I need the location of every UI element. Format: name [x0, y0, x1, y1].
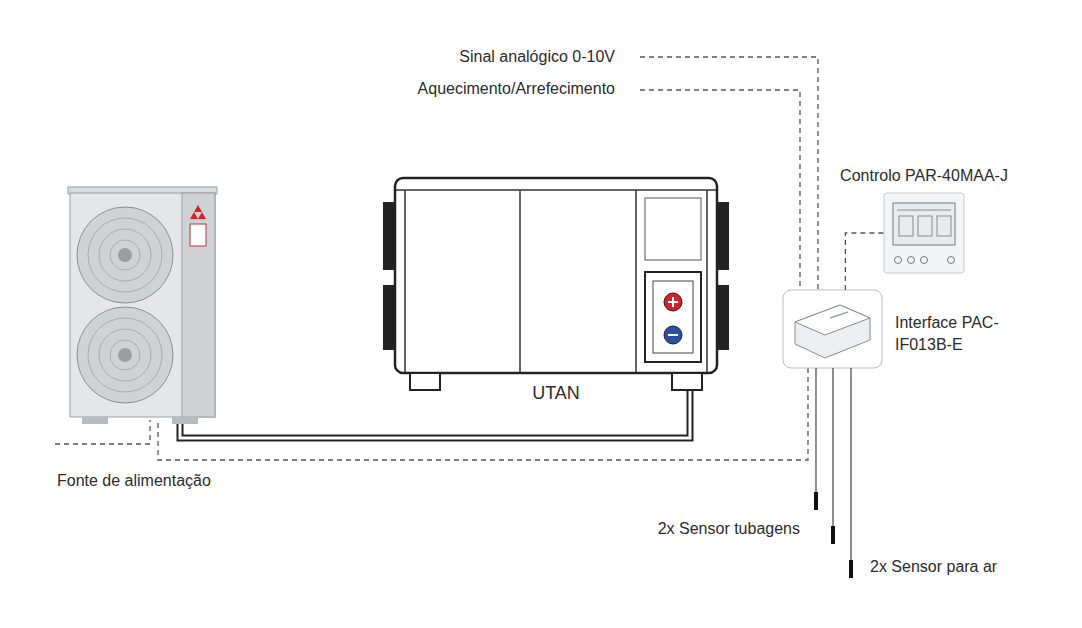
sensor-probe — [849, 560, 853, 578]
controller-button — [948, 257, 955, 264]
sensor-probe — [831, 526, 835, 544]
heating-symbol — [664, 293, 682, 311]
node-label: Controlo PAR-40MAA-J — [840, 165, 1008, 187]
fan-ring — [99, 329, 151, 381]
duct-flange — [383, 202, 395, 270]
brand-logo — [190, 212, 198, 219]
unit-foot — [172, 417, 198, 424]
interface-device-top — [795, 305, 870, 335]
duct-flange — [717, 202, 729, 270]
utan-foot — [672, 373, 702, 390]
controller-screen — [893, 203, 955, 245]
utan-frame — [404, 190, 406, 372]
coil-box — [645, 272, 701, 362]
cooling-symbol — [664, 326, 682, 344]
interface-logo — [830, 312, 848, 318]
sensor-label: 2x Sensor para ar — [870, 557, 997, 577]
communication-wire — [158, 368, 808, 460]
utan-panel — [645, 198, 701, 260]
sensor-cable — [815, 368, 816, 492]
fan-ring — [99, 229, 151, 281]
brand-logo — [198, 212, 206, 219]
screen-field — [937, 216, 951, 236]
screen-field — [899, 216, 913, 236]
utan-foot — [410, 373, 440, 390]
utan-band — [396, 189, 716, 191]
outdoor-unit-body — [70, 193, 215, 417]
brand-plate — [190, 224, 206, 246]
sensor-cable — [832, 368, 833, 526]
fan-ring — [88, 218, 162, 292]
interface-frame — [783, 290, 882, 368]
utan-divider — [519, 190, 521, 372]
sensor-label: 2x Sensor tubagens — [658, 519, 800, 539]
controller-button — [908, 257, 915, 264]
fan-hub — [118, 348, 132, 362]
fan-ring — [110, 240, 140, 270]
controller-button — [921, 257, 928, 264]
duct-flange — [383, 285, 395, 350]
controller-box: Controlo PAR-40MAA-J — [884, 193, 964, 273]
screen-field — [918, 216, 932, 236]
fan-grille — [77, 207, 173, 303]
controller-button — [895, 257, 902, 264]
power-label: Fonte de alimentação — [57, 471, 211, 491]
interface-device — [795, 305, 870, 358]
fan-grille — [77, 307, 173, 403]
fan-ring — [88, 318, 162, 392]
unit-foot — [82, 417, 108, 424]
sensor-cable — [850, 368, 851, 560]
coil-frame — [653, 281, 693, 353]
heating-cross — [668, 297, 678, 307]
cooling-dash — [668, 334, 678, 336]
interface-box: Interface PAC-IF013B-E — [783, 290, 882, 368]
signal-label: Sinal analógico 0-10V — [459, 47, 615, 67]
sensor-probe — [814, 492, 818, 510]
controller-body — [884, 193, 964, 273]
outdoor-unit-side — [182, 193, 215, 417]
brand-logo — [194, 205, 202, 212]
utan-divider — [635, 190, 637, 372]
fan-ring — [110, 340, 140, 370]
node-label: Interface PAC-IF013B-E — [895, 312, 1002, 355]
signal-label: Aquecimento/Arrefecimento — [418, 79, 615, 99]
utan-frame — [706, 190, 708, 372]
utan-body — [395, 178, 717, 373]
fan-hub — [118, 248, 132, 262]
dashed-connector — [845, 233, 884, 290]
air-handling-unit: UTAN — [395, 178, 717, 373]
duct-flange — [717, 285, 729, 350]
screen-line — [897, 210, 951, 211]
node-label: UTAN — [532, 381, 580, 405]
